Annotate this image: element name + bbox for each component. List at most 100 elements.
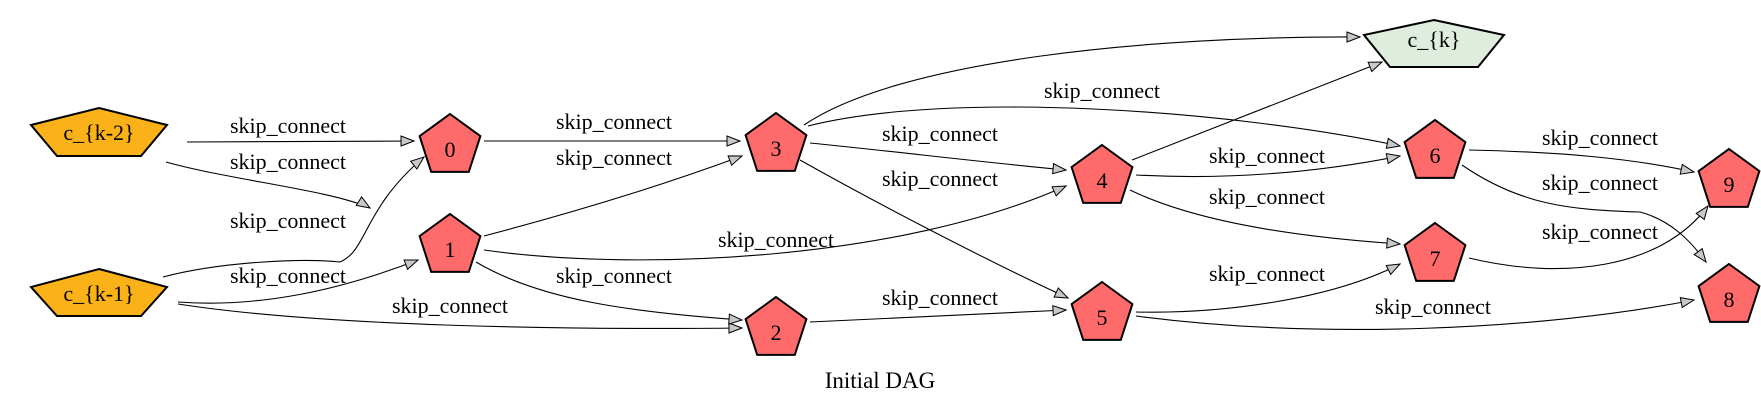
node-shape: [1697, 262, 1761, 323]
node-label: 0: [445, 137, 456, 162]
node-label: 6: [1430, 143, 1441, 168]
arrowhead-n3-to-ck: [1346, 31, 1362, 43]
node-label: 5: [1097, 305, 1108, 330]
node-shape: [1403, 118, 1467, 179]
node-shape: [1362, 18, 1506, 68]
node-shape: [418, 212, 482, 273]
node-n3: 3: [744, 111, 808, 172]
node-k2: c_{k-2}: [29, 106, 169, 157]
edge-label: skip_connect: [1375, 294, 1491, 319]
node-shape: [1697, 147, 1761, 208]
arrowhead-n4-to-n6: [1385, 152, 1402, 165]
nodes-layer: c_{k-2} c_{k-1} 0 1 2 3 4 5 6 7 8 9 c_{k}: [29, 18, 1761, 356]
edge-n6-to-n8: [1461, 164, 1707, 263]
diagram-caption: Initial DAG: [825, 368, 936, 393]
edge-n1-to-n4: [483, 185, 1067, 261]
node-shape: [1070, 280, 1134, 341]
edge-label: skip_connect: [556, 263, 672, 288]
edge-k2-to-n1: [165, 161, 371, 209]
arrowhead-n1-to-n4: [1051, 185, 1068, 197]
arrowhead-n4-to-ck: [1367, 61, 1384, 73]
edge-label: skip_connect: [1542, 170, 1658, 195]
edge-n4-to-n6: [1135, 155, 1401, 178]
edge-n5-to-n7: [1135, 263, 1401, 313]
node-label: c_{k-1}: [63, 281, 134, 306]
edge-label: skip_connect: [556, 109, 672, 134]
node-k1: c_{k-1}: [29, 267, 169, 317]
node-shape: [744, 295, 808, 356]
arrowhead-k1-to-n0: [409, 156, 426, 170]
arrowhead-n3-to-n4: [1052, 162, 1068, 175]
node-n4: 4: [1070, 143, 1134, 204]
edge-label: skip_connect: [230, 208, 346, 233]
arrowhead-n6-to-n8: [1693, 247, 1707, 264]
node-label: 1: [445, 237, 456, 262]
edge-k1-to-n2: [177, 303, 743, 329]
edge-n4-to-ck: [1131, 61, 1383, 161]
node-n2: 2: [744, 295, 808, 356]
node-label: 3: [771, 136, 782, 161]
edge-label: skip_connect: [1044, 78, 1160, 103]
arrowhead-k2-to-n0: [400, 135, 416, 147]
node-label: c_{k}: [1408, 27, 1461, 52]
edge-n7-to-n9: [1468, 205, 1709, 270]
edge-label: skip_connect: [230, 263, 346, 288]
arrowhead-n5-to-n8: [1679, 296, 1696, 309]
edge-k1-to-n0: [162, 156, 425, 278]
node-label: 4: [1097, 168, 1108, 193]
node-ck: c_{k}: [1362, 18, 1506, 68]
edge-label: skip_connect: [1542, 219, 1658, 244]
node-n0: 0: [418, 112, 482, 173]
edge-k2-to-n0: [186, 140, 415, 143]
node-shape: [29, 267, 169, 317]
edge-label: skip_connect: [392, 293, 508, 318]
edges-layer: [162, 31, 1709, 334]
edge-label: skip_connect: [1209, 143, 1325, 168]
arrowhead-n2-to-n5: [1052, 304, 1068, 317]
node-label: c_{k-2}: [63, 120, 134, 145]
node-label: 2: [771, 320, 782, 345]
node-shape: [744, 111, 808, 172]
node-shape: [1403, 221, 1467, 282]
arrowhead-n7-to-n9: [1695, 204, 1709, 221]
arrowhead-k2-to-n1: [355, 196, 372, 209]
edge-n3-to-n6: [807, 106, 1401, 147]
edge-n4-to-n7: [1129, 189, 1401, 245]
edge-n3-to-n5: [799, 159, 1069, 299]
node-shape: [418, 112, 482, 173]
arrowhead-n1-to-n2: [728, 313, 744, 325]
node-n1: 1: [418, 212, 482, 273]
node-n9: 9: [1697, 147, 1761, 208]
edge-label: skip_connect: [882, 121, 998, 146]
arrowhead-n0-to-n3: [726, 135, 742, 147]
edge-label: skip_connect: [718, 227, 834, 252]
arrowhead-n3-to-n5: [1053, 287, 1070, 299]
edge-label: skip_connect: [556, 145, 672, 170]
edge-n3-to-n4: [809, 142, 1067, 171]
edge-label: skip_connect: [1542, 125, 1658, 150]
node-n8: 8: [1697, 262, 1761, 323]
edge-n2-to-n5: [809, 309, 1067, 323]
edge-n1-to-n3: [483, 155, 743, 237]
arrowhead-k1-to-n1: [403, 259, 420, 271]
node-label: 8: [1724, 287, 1735, 312]
arrowhead-n1-to-n3: [727, 155, 744, 167]
node-shape: [29, 106, 169, 157]
node-n6: 6: [1403, 118, 1467, 179]
edge-label: skip_connect: [230, 113, 346, 138]
arrowhead-n4-to-n7: [1386, 237, 1402, 249]
arrowhead-n3-to-n6: [1385, 137, 1402, 149]
arrowhead-n5-to-n7: [1385, 263, 1402, 276]
edge-n1-to-n2: [475, 261, 743, 321]
node-shape: [1070, 143, 1134, 204]
edge-label: skip_connect: [1209, 261, 1325, 286]
node-label: 9: [1724, 172, 1735, 197]
arrowhead-k1-to-n2: [728, 322, 744, 334]
edge-n5-to-n8: [1135, 299, 1695, 330]
edge-label: skip_connect: [1209, 184, 1325, 209]
edge-label: skip_connect: [882, 285, 998, 310]
edge-n3-to-ck: [803, 36, 1361, 126]
node-n7: 7: [1403, 221, 1467, 282]
arrowhead-n6-to-n9: [1679, 163, 1696, 175]
